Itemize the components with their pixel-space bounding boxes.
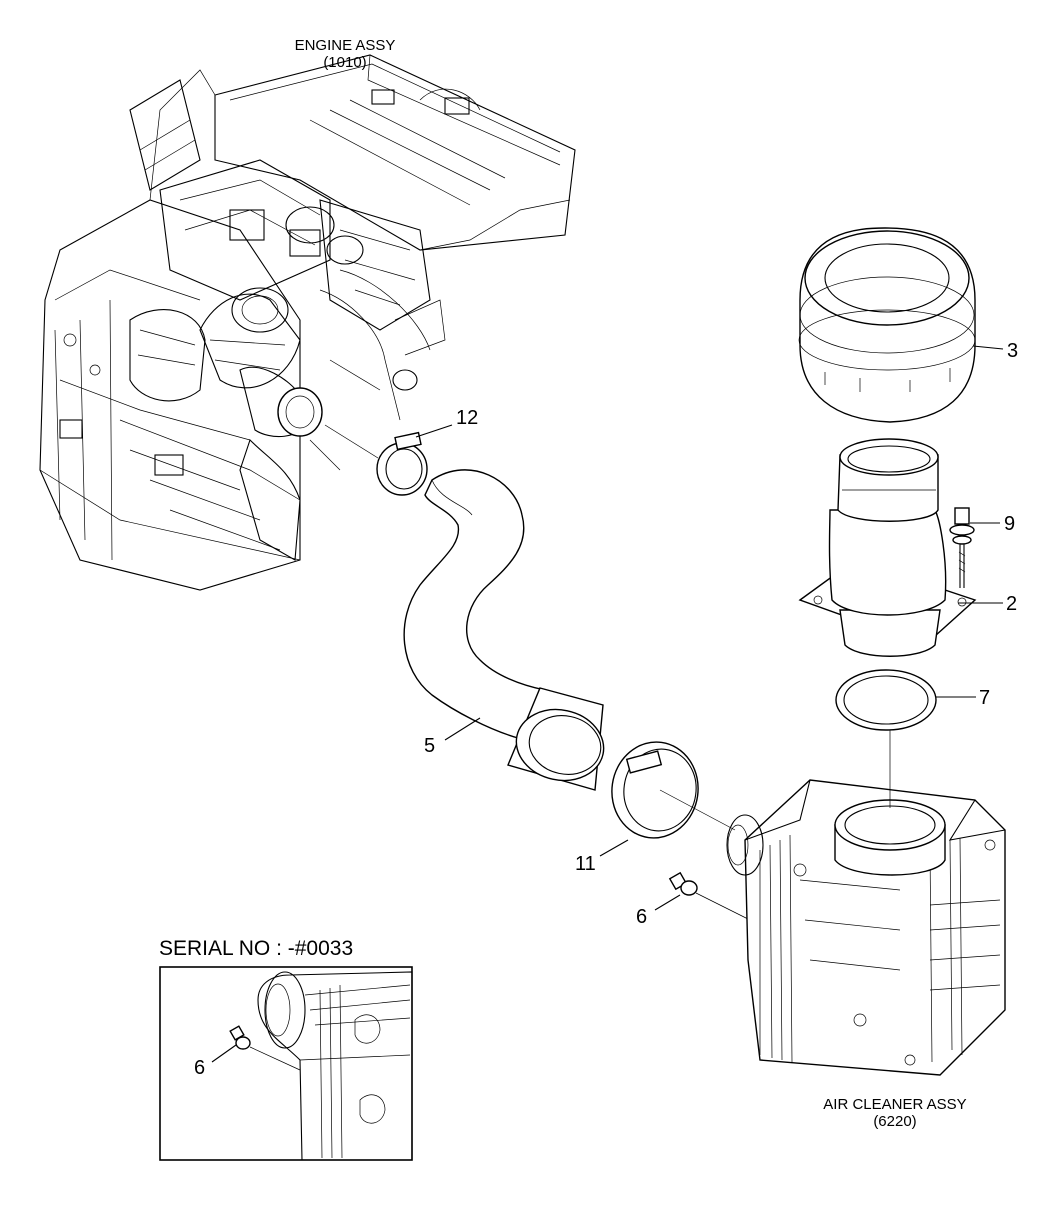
leader-lines <box>211 345 1004 1063</box>
sensor-6-drawing <box>668 871 751 921</box>
callout-6: 6 <box>636 906 648 928</box>
precleaner-3-drawing <box>798 227 976 423</box>
clamp-11-drawing <box>611 741 736 839</box>
leader-11 <box>599 839 629 857</box>
bolt-9-drawing <box>949 507 975 588</box>
leader-6-inset <box>211 1044 237 1063</box>
engine-assy-code: (1010) <box>323 53 367 71</box>
callout-11: 11 <box>575 853 596 875</box>
air-cleaner-drawing <box>726 730 1006 1076</box>
clamp-12-drawing <box>324 424 428 496</box>
callout-6-inset: 6 <box>194 1057 206 1079</box>
callout-12: 12 <box>456 407 479 429</box>
callout-2: 2 <box>1006 593 1018 615</box>
callout-9: 9 <box>1004 513 1016 535</box>
leader-5 <box>444 717 481 741</box>
leader-12 <box>415 424 453 438</box>
gasket-7-drawing <box>835 669 937 731</box>
callout-7: 7 <box>979 687 991 709</box>
inset-serial-title: SERIAL NO : -#0033 <box>159 937 354 960</box>
leader-6 <box>654 894 681 911</box>
callout-5: 5 <box>424 735 436 757</box>
leader-3 <box>972 345 1004 350</box>
air-cleaner-assy-name: AIR CLEANER ASSY <box>823 1096 967 1113</box>
engine-assy-name: ENGINE ASSY <box>294 37 396 54</box>
air-cleaner-assy-code: (6220) <box>873 1112 917 1130</box>
callout-3: 3 <box>1007 340 1019 362</box>
adapter-2-drawing <box>798 438 977 657</box>
air-cleaner-assy-label: AIR CLEANER ASSY (6220) <box>800 1096 990 1130</box>
engine-assy-label: ENGINE ASSY (1010) <box>270 37 420 71</box>
engine-assembly-drawing <box>39 54 576 591</box>
hose-5-drawing <box>403 469 605 791</box>
inset-drawing <box>159 966 413 1161</box>
